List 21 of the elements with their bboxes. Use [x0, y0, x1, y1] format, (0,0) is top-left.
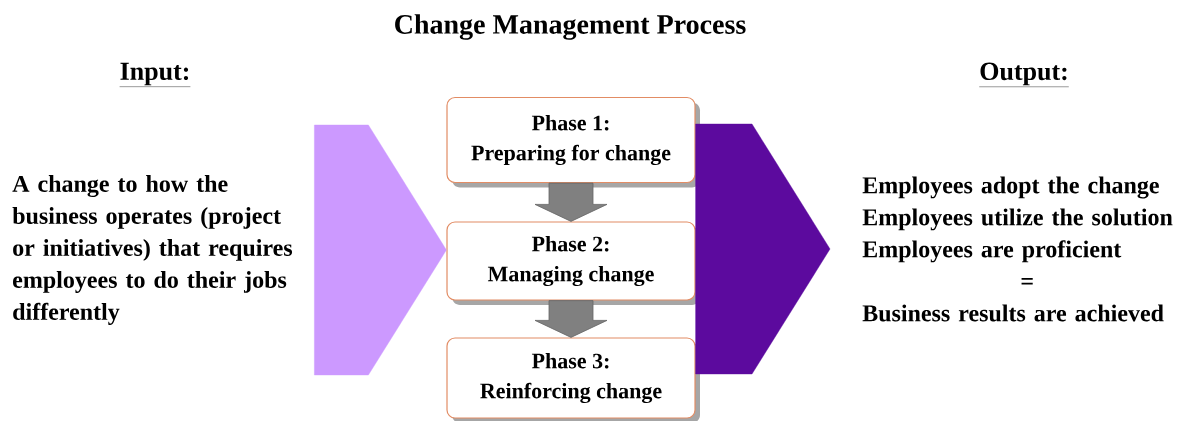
block-arrow	[314, 124, 447, 376]
block-arrow	[695, 123, 831, 375]
body-text: A change to how the business operates (project or initiatives) that requires employees to do their jobs differently	[12, 175, 293, 325]
down-arrow	[534, 300, 608, 338]
down-arrow	[534, 182, 608, 222]
heading: Output:	[979, 62, 1069, 87]
output-line: Business results are achieved	[862, 304, 1164, 322]
phase-box	[446, 96, 700, 188]
phase-number: Phase 2:	[531, 235, 609, 252]
phase-number: Phase 3:	[531, 352, 609, 369]
output-line: Employees utilize the solution	[862, 208, 1173, 231]
heading: Input:	[119, 62, 191, 87]
title: Change Management Process	[395, 14, 746, 40]
output-line: Employees adopt the change	[862, 176, 1159, 199]
phase-number: Phase 1:	[531, 114, 609, 131]
output-line: Employees are proficient	[862, 240, 1122, 263]
phase-title: Reinforcing change	[480, 382, 662, 404]
phase-title: Preparing for change	[471, 144, 671, 166]
output-line: =	[1021, 278, 1033, 285]
phase-title: Managing change	[487, 265, 654, 287]
phase-box	[446, 337, 700, 421]
